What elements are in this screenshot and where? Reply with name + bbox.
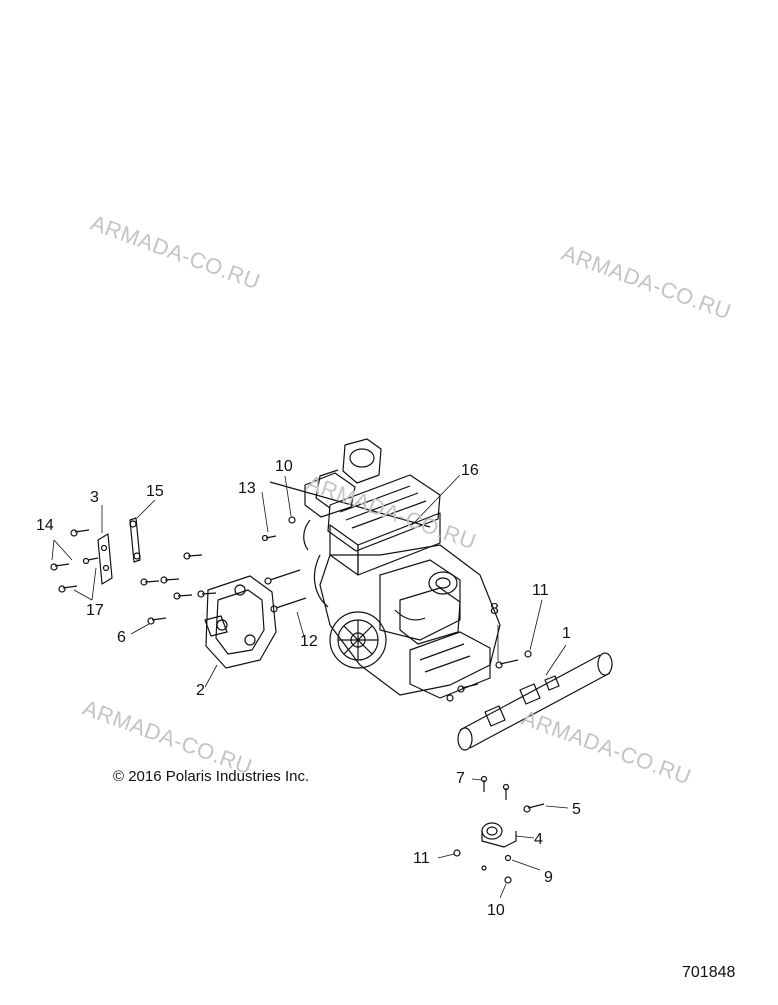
- rear-mount-tube: [457, 652, 613, 751]
- callout-4: 4: [534, 831, 543, 848]
- callout-12: 12: [300, 633, 318, 650]
- rear-isolator: [453, 775, 545, 884]
- copyright-notice: © 2016 Polaris Industries Inc.: [113, 768, 310, 785]
- callout-2: 2: [196, 682, 205, 699]
- callout-14: 14: [36, 517, 54, 534]
- callout-15: 15: [146, 483, 164, 500]
- callout-16: 16: [461, 462, 479, 479]
- engine-assembly: [269, 438, 501, 699]
- fasteners-left: [50, 516, 307, 625]
- callout-5: 5: [572, 801, 581, 818]
- callout-6: 6: [117, 629, 126, 646]
- callout-3: 3: [90, 489, 99, 506]
- callout-1: 1: [562, 625, 571, 642]
- leader-lines: [51, 474, 569, 899]
- callout-13: 13: [238, 480, 256, 497]
- document-number: 701848: [682, 964, 736, 981]
- callout-17: 17: [86, 602, 104, 619]
- front-engine-mount: [204, 575, 277, 669]
- callout-10: 10: [275, 458, 293, 475]
- fasteners-right: [446, 650, 532, 702]
- callout-10: 10: [487, 902, 505, 919]
- callout-8: 8: [490, 601, 499, 618]
- mount-bracket: [97, 533, 113, 585]
- callout-11: 11: [413, 850, 430, 867]
- callout-7: 7: [456, 770, 465, 787]
- callout-9: 9: [544, 869, 553, 886]
- mount-link: [129, 517, 141, 563]
- callout-11: 11: [532, 582, 549, 599]
